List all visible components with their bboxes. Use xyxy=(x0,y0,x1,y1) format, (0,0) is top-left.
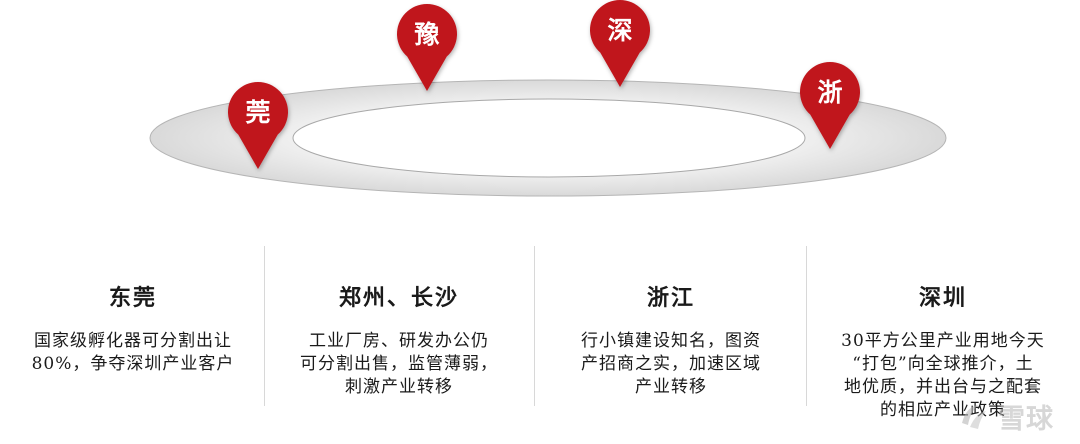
description-line: 产业转移 xyxy=(635,377,707,397)
column-description: 国家级孵化器可分割出让 80%，争夺深圳产业客户 xyxy=(2,330,264,376)
description-line: 地优质，并出台与之配套 xyxy=(844,377,1042,397)
ring-diagram: 莞 豫 深浙 xyxy=(149,0,947,197)
pin-label: 浙 xyxy=(817,78,842,107)
pin-label: 豫 xyxy=(414,20,439,49)
pin-dongguan: 莞 xyxy=(228,82,288,169)
map-pin-icon xyxy=(590,0,651,87)
column-shenzhen: 深圳 30平方公里产业用地今天 “打包”向全球推介，土 地优质，并出台与之配套 … xyxy=(812,240,1074,444)
inner-ring xyxy=(292,98,806,178)
snowball-logo-icon xyxy=(962,405,986,429)
watermark-text: 雪球 xyxy=(998,403,1054,435)
map-pin-icon xyxy=(228,82,288,169)
description-line: 80%，争夺深圳产业客户 xyxy=(31,354,235,374)
description-line: 产招商之实，加速区域 xyxy=(581,354,761,374)
description-line: 刺激产业转移 xyxy=(345,377,453,397)
column-zhengzhou-changsha: 郑州、长沙 工业厂房、研发办公仍 可分割出售，监管薄弱， 刺激产业转移 xyxy=(268,240,530,444)
description-line: 的相应产业政策 xyxy=(880,400,1006,420)
pin-zhejiang: 浙 xyxy=(800,62,861,149)
column-divider xyxy=(264,246,265,406)
description-line: 30平方公里产业用地今天 xyxy=(841,331,1045,351)
column-title: 浙江 xyxy=(646,285,695,311)
map-pin-icon xyxy=(397,4,458,92)
pin-label: 深 xyxy=(607,16,632,45)
column-title: 深圳 xyxy=(918,285,967,311)
map-pin-icon xyxy=(800,62,861,149)
column-zhejiang: 浙江 行小镇建设知名，图资 产招商之实，加速区域 产业转移 xyxy=(540,240,802,444)
description-line: 工业厂房、研发办公仍 xyxy=(309,331,489,351)
description-line: 行小镇建设知名，图资 xyxy=(581,331,761,351)
column-dongguan: 东莞 国家级孵化器可分割出让 80%，争夺深圳产业客户 xyxy=(2,240,264,444)
column-divider xyxy=(806,246,807,406)
description-line: “打包”向全球推介，土 xyxy=(852,354,1034,374)
pin-shenzhen: 深 xyxy=(590,0,651,87)
description-line: 可分割出售，监管薄弱， xyxy=(300,354,498,374)
column-description: 工业厂房、研发办公仍 可分割出售，监管薄弱， 刺激产业转移 xyxy=(268,330,530,399)
column-description: 30平方公里产业用地今天 “打包”向全球推介，土 地优质，并出台与之配套 的相应… xyxy=(812,330,1074,422)
pin-label: 莞 xyxy=(245,98,270,127)
column-divider xyxy=(534,246,535,406)
description-line: 国家级孵化器可分割出让 xyxy=(34,331,232,351)
column-title: 东莞 xyxy=(108,285,157,311)
watermark: 雪球 xyxy=(956,398,1054,435)
column-description: 行小镇建设知名，图资 产招商之实，加速区域 产业转移 xyxy=(540,330,802,399)
pin-henan: 豫 xyxy=(397,4,458,92)
region-columns: 东莞 国家级孵化器可分割出让 80%，争夺深圳产业客户 郑州、长沙 工业厂房、研… xyxy=(0,240,1080,444)
column-title: 郑州、长沙 xyxy=(338,285,459,311)
